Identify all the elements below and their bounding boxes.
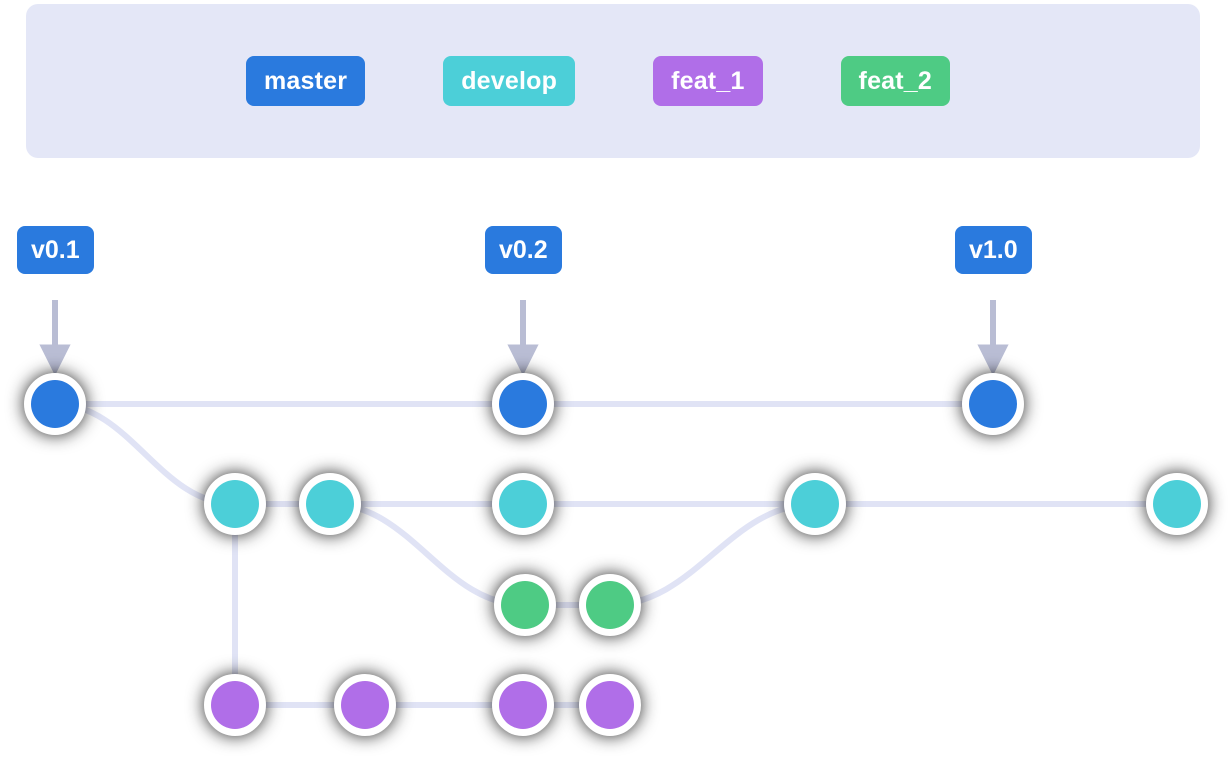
commit-node-p2[interactable] <box>334 674 396 736</box>
commit-node-ring <box>579 574 641 636</box>
commit-node-core[interactable] <box>499 380 547 428</box>
tag-chip-v0_1[interactable]: v0.1 <box>17 226 94 274</box>
commit-node-p1[interactable] <box>204 674 266 736</box>
legend-chip-feat_1[interactable]: feat_1 <box>653 56 763 106</box>
commit-node-core[interactable] <box>586 581 634 629</box>
commit-node-core[interactable] <box>499 480 547 528</box>
commit-node-core[interactable] <box>1153 480 1201 528</box>
commit-node-core[interactable] <box>499 681 547 729</box>
commit-node-ring <box>204 674 266 736</box>
commit-node-core[interactable] <box>969 380 1017 428</box>
tag-chip-v1_0[interactable]: v1.0 <box>955 226 1032 274</box>
commit-node-ring <box>494 574 556 636</box>
commit-node-ring <box>334 674 396 736</box>
commit-node-ring <box>24 373 86 435</box>
branch-legend-list: master develop feat_1 feat_2 <box>26 4 1200 158</box>
commit-node-ring <box>579 674 641 736</box>
commit-node-p4[interactable] <box>579 674 641 736</box>
commit-edge <box>607 501 818 608</box>
commit-node-d5[interactable] <box>1146 473 1208 535</box>
commit-node-ring <box>1146 473 1208 535</box>
commit-node-m3[interactable] <box>962 373 1024 435</box>
commit-node-core[interactable] <box>211 681 259 729</box>
legend-chip-develop[interactable]: develop <box>443 56 576 106</box>
legend-chip-feat_2[interactable]: feat_2 <box>840 56 951 106</box>
legend-chip-master[interactable]: master <box>246 56 366 106</box>
commit-node-ring <box>492 373 554 435</box>
commit-node-ring <box>784 473 846 535</box>
commit-node-m2[interactable] <box>492 373 554 435</box>
commit-node-d1[interactable] <box>204 473 266 535</box>
commit-node-d3[interactable] <box>492 473 554 535</box>
commit-node-core[interactable] <box>306 480 354 528</box>
commit-node-ring <box>299 473 361 535</box>
tag-chip-v0_2[interactable]: v0.2 <box>485 226 562 274</box>
commit-node-core[interactable] <box>501 581 549 629</box>
commit-node-g1[interactable] <box>494 574 556 636</box>
commit-node-ring <box>962 373 1024 435</box>
node-layer <box>24 373 1208 736</box>
commit-node-core[interactable] <box>211 480 259 528</box>
commit-node-m1[interactable] <box>24 373 86 435</box>
commit-node-core[interactable] <box>341 681 389 729</box>
commit-node-d2[interactable] <box>299 473 361 535</box>
tag-arrow-layer <box>39 300 1009 376</box>
commit-edge <box>327 501 528 608</box>
commit-node-p3[interactable] <box>492 674 554 736</box>
commit-node-core[interactable] <box>586 681 634 729</box>
commit-node-core[interactable] <box>791 480 839 528</box>
commit-node-d4[interactable] <box>784 473 846 535</box>
edge-layer <box>52 401 1180 708</box>
commit-node-ring <box>204 473 266 535</box>
commit-node-core[interactable] <box>31 380 79 428</box>
commit-node-ring <box>492 674 554 736</box>
commit-node-ring <box>492 473 554 535</box>
branch-legend-panel: master develop feat_1 feat_2 <box>26 4 1200 158</box>
commit-node-g2[interactable] <box>579 574 641 636</box>
